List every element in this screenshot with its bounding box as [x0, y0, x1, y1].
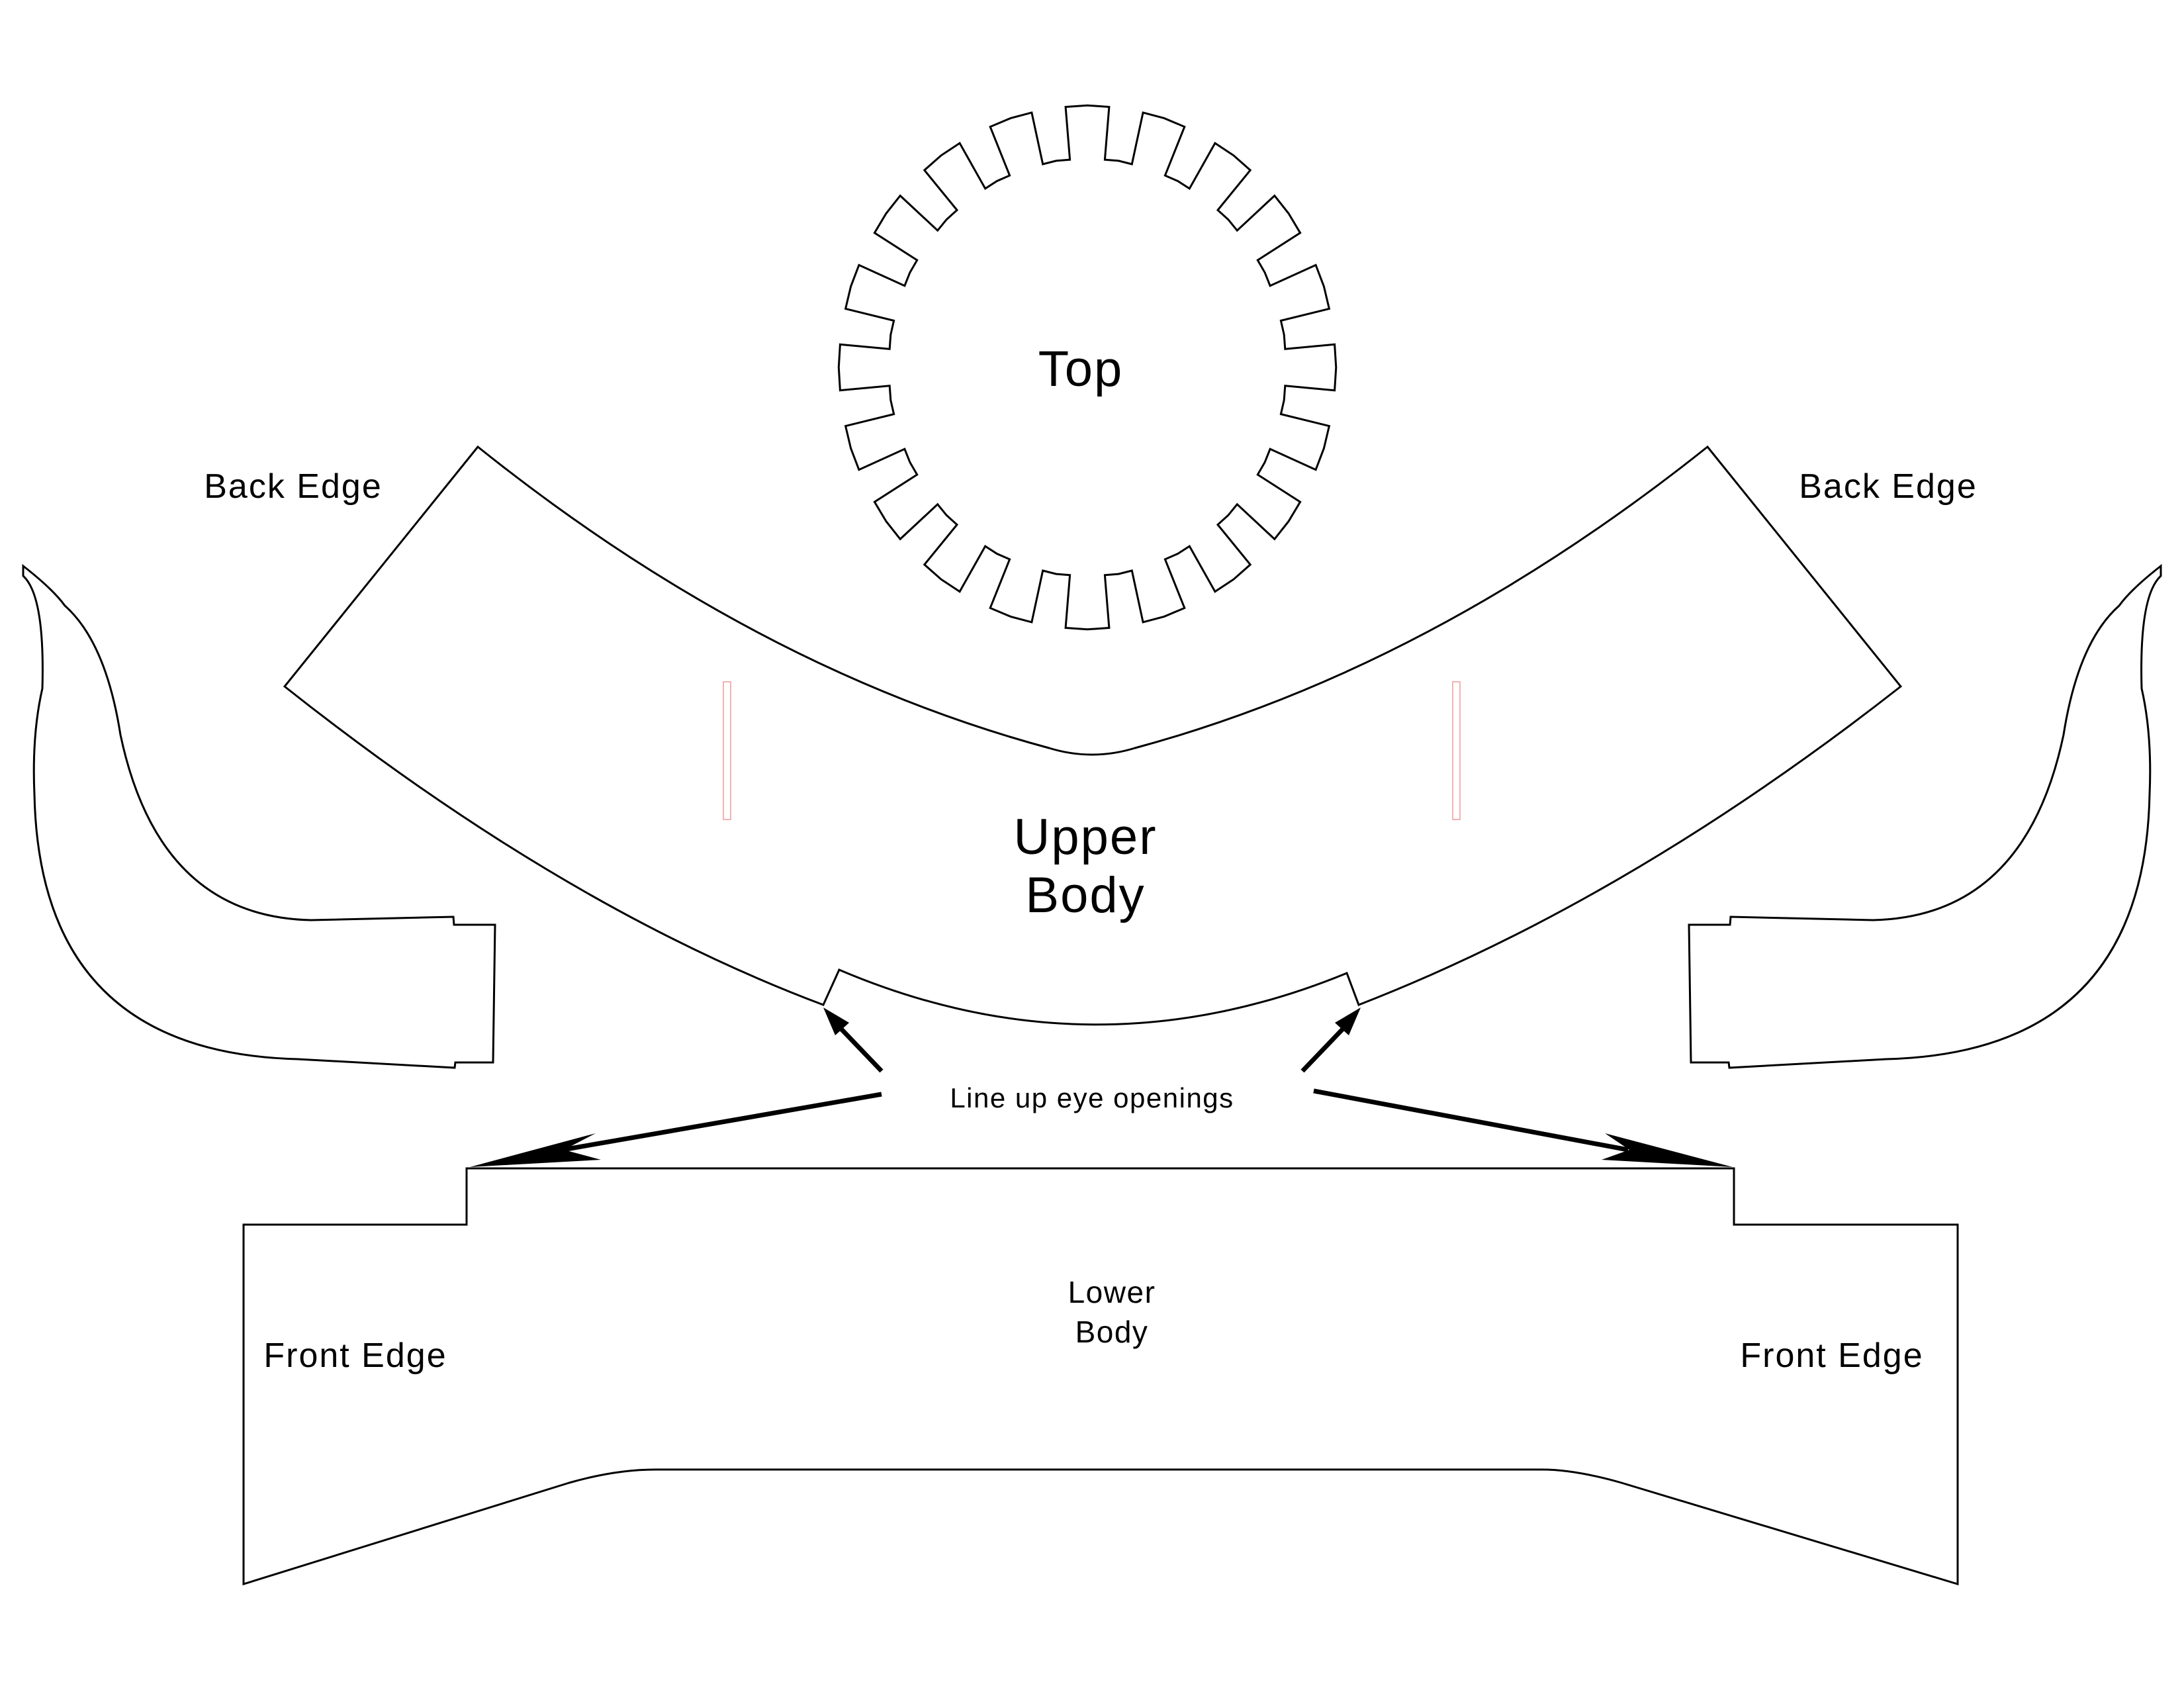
- arrow-to-right-eye: [1300, 1008, 1361, 1073]
- lower-body-label-line1: Lower: [1068, 1275, 1156, 1309]
- left-horn-outline: [22, 563, 496, 1069]
- arrow-to-left-front-corner: [470, 1092, 882, 1167]
- upper-body-slot-left: [723, 681, 731, 820]
- arrow-to-left-eye: [823, 1008, 884, 1073]
- lower-body-outline: [242, 1167, 1959, 1586]
- arrow-to-right-front-corner: [1313, 1088, 1733, 1167]
- front-edge-label-right: Front Edge: [1740, 1336, 1923, 1375]
- instruction-label: Line up eye openings: [950, 1082, 1234, 1113]
- upper-body-label-line2: Body: [1025, 867, 1145, 923]
- upper-body-outline: [283, 445, 1903, 1026]
- back-edge-label-left: Back Edge: [204, 467, 383, 506]
- back-edge-label-right: Back Edge: [1799, 467, 1978, 506]
- front-edge-label-left: Front Edge: [263, 1336, 447, 1375]
- right-horn-outline: [1688, 563, 2162, 1069]
- upper-body-slot-right: [1452, 681, 1461, 820]
- upper-body-label-line1: Upper: [1014, 809, 1158, 865]
- lower-body-label-line2: Body: [1075, 1315, 1149, 1349]
- top-piece-outline: [837, 104, 1338, 631]
- top-label: Top: [1038, 341, 1124, 397]
